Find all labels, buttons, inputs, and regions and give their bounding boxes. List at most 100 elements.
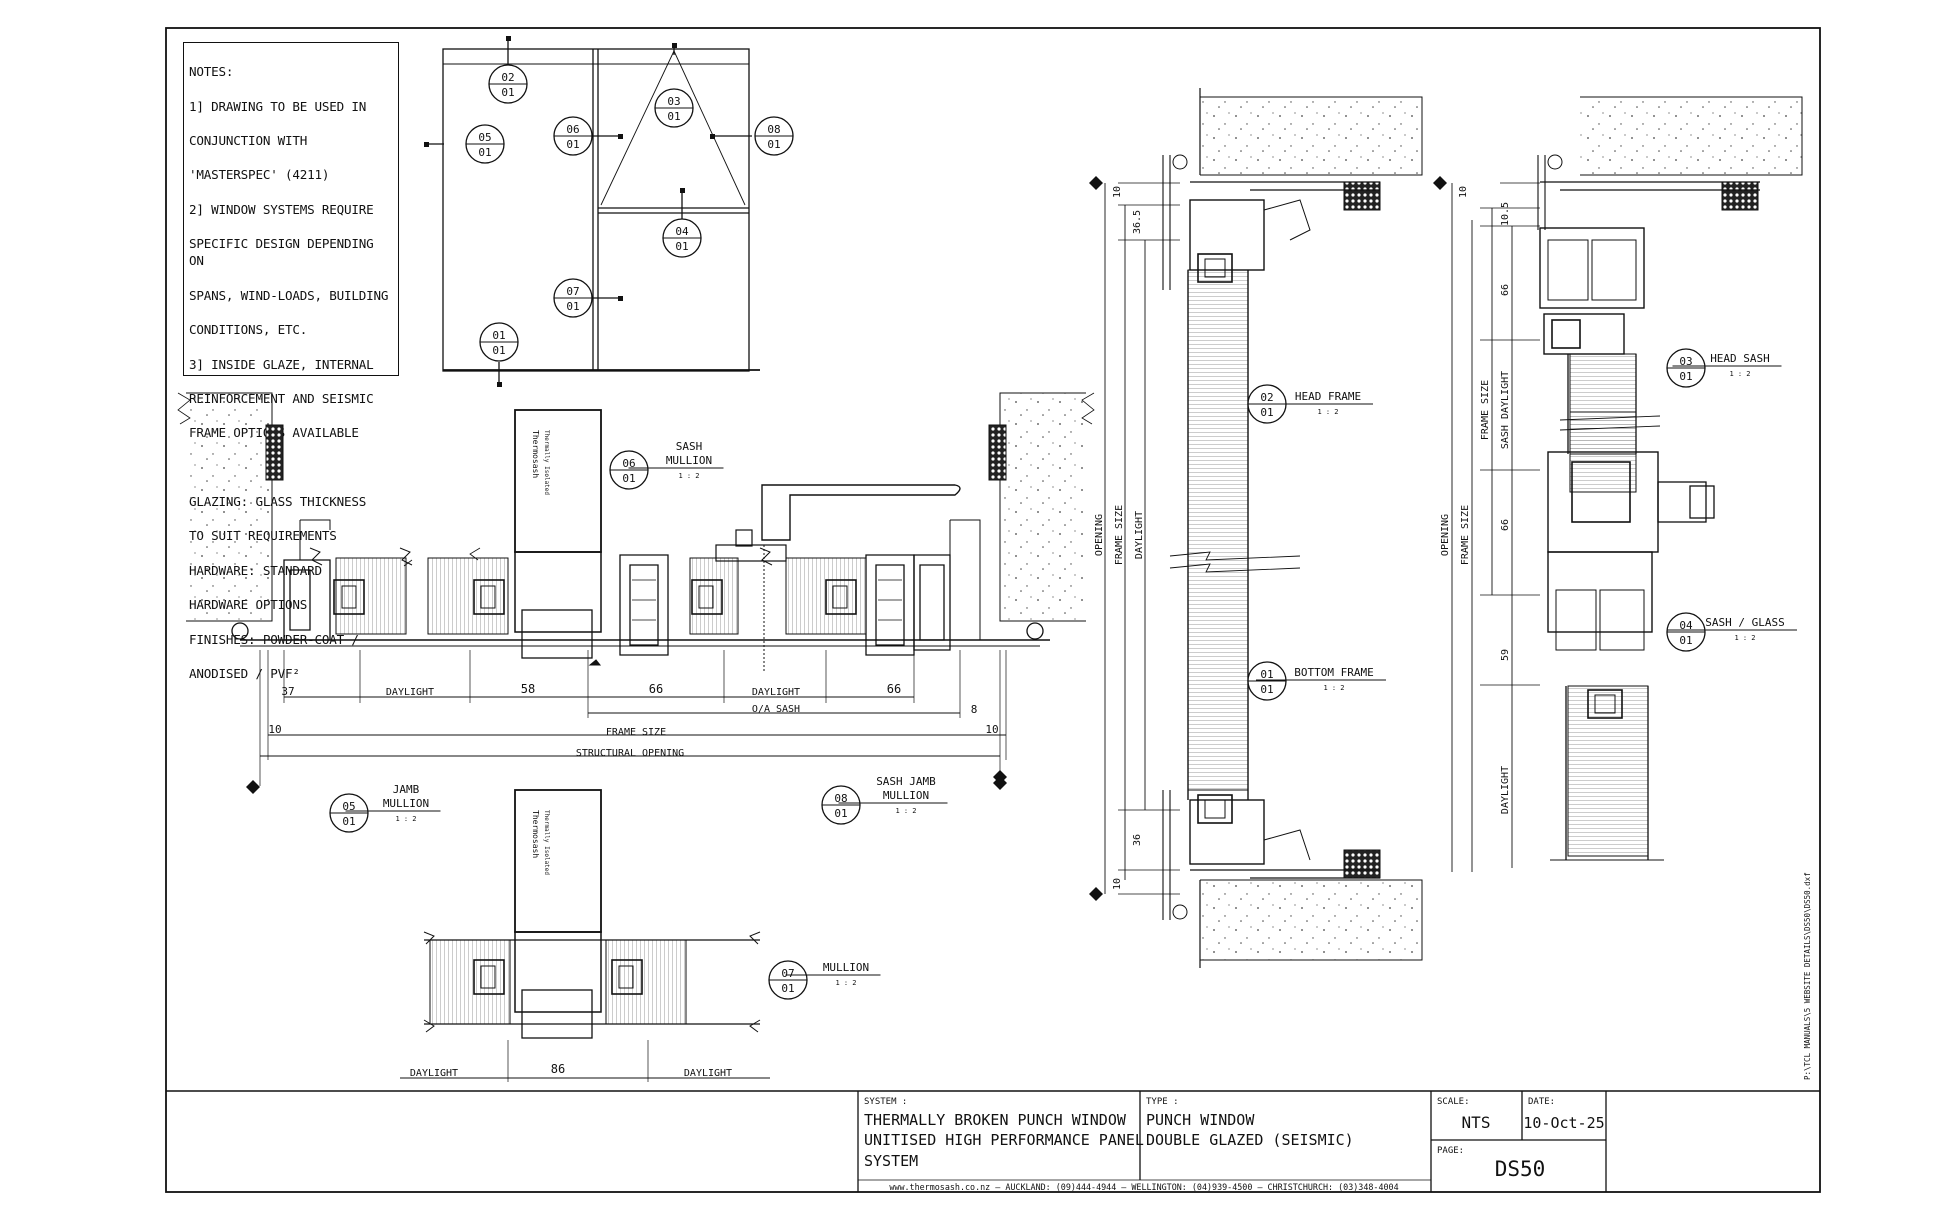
tag-sheet: 01 [1260, 406, 1273, 419]
dim-daylight: DAYLIGHT [752, 687, 800, 698]
sash-mullion-scale: 1 : 2 [678, 472, 699, 480]
page-label: PAGE: [1437, 1146, 1464, 1156]
head-sash-scale: 1 : 2 [1729, 370, 1750, 378]
sash-jamb-mullion-title: MULLION [883, 789, 929, 802]
dim-opening: OPENING [1440, 514, 1451, 556]
tag-sheet: 01 [478, 146, 491, 159]
tag-sheet: 01 [767, 138, 780, 151]
mullion-scale: 1 : 2 [835, 979, 856, 987]
tag-sheet: 01 [1679, 634, 1692, 647]
dim-36-5: 36.5 [1132, 210, 1143, 234]
dim-10: 10 [1112, 186, 1123, 198]
dim-86: 86 [551, 1062, 565, 1076]
dim-sash-daylight: SASH DAYLIGHT [1500, 371, 1511, 449]
tag-number: 07 [566, 285, 579, 298]
tag-number: 08 [834, 792, 847, 805]
tag-sheet: 01 [342, 815, 355, 828]
dim-frame-size: FRAME SIZE [1460, 505, 1471, 565]
notes-line: 3] INSIDE GLAZE, INTERNAL [189, 356, 374, 372]
tag-number: 03 [1679, 355, 1692, 368]
dim-8: 8 [971, 703, 978, 716]
tag-number: 03 [667, 95, 680, 108]
dim-59: 59 [1500, 649, 1511, 661]
head-frame-scale: 1 : 2 [1317, 408, 1338, 416]
system-line: THERMALLY BROKEN PUNCH WINDOW [864, 1111, 1127, 1129]
type-line: PUNCH WINDOW [1146, 1111, 1255, 1129]
tag-number: 01 [1260, 668, 1273, 681]
thermal-mark: Thermally Isolated [543, 810, 550, 875]
dim-daylight: DAYLIGHT [684, 1068, 732, 1079]
dim-daylight: DAYLIGHT [386, 687, 434, 698]
sash-jamb-mullion-title: SASH JAMB [876, 775, 936, 788]
tag-sheet: 01 [566, 300, 579, 313]
tag-number: 06 [622, 457, 635, 470]
tag-sheet: 01 [1260, 683, 1273, 696]
tag-sheet: 01 [1679, 370, 1692, 383]
dim-10: 10 [268, 723, 281, 736]
date-value: 10-Oct-25 [1523, 1114, 1604, 1132]
tag-sheet: 01 [501, 86, 514, 99]
sash-glass-scale: 1 : 2 [1734, 634, 1755, 642]
tag-number: 05 [342, 800, 355, 813]
dim-36: 36 [1132, 834, 1143, 846]
sash-glass-title: SASH / GLASS [1705, 616, 1784, 629]
system-line: SYSTEM [864, 1152, 918, 1170]
head-sash-title: HEAD SASH [1710, 352, 1770, 365]
notes-line: SPANS, WIND-LOADS, BUILDING [189, 287, 389, 303]
dim-66: 66 [649, 682, 663, 696]
contact-footer: www.thermosash.co.nz – AUCKLAND: (09)444… [889, 1182, 1398, 1192]
dim-10: 10 [1458, 186, 1469, 198]
dim-10: 10 [985, 723, 998, 736]
dim-daylight: DAYLIGHT [1134, 511, 1145, 559]
sash-mullion-title: SASH [676, 440, 703, 453]
tag-number: 04 [675, 225, 689, 238]
mullion-title: MULLION [823, 961, 869, 974]
dim-66: 66 [887, 682, 901, 696]
notes-line: 'MASTERSPEC' (4211) [189, 167, 330, 183]
tag-sheet: 01 [492, 344, 505, 357]
notes-line: ANODISED / PVF² [189, 666, 300, 682]
dim-frame-size: FRAME SIZE [1480, 380, 1491, 440]
dim-10: 10 [1112, 878, 1123, 890]
dim-daylight: DAYLIGHT [410, 1068, 458, 1079]
notes-heading: NOTES: [189, 64, 234, 80]
tag-sheet: 01 [667, 110, 680, 123]
tag-number: 05 [478, 131, 491, 144]
file-path: P:\TCL MANUALS\5 WEBSITE DETAILS\DS50\DS… [1803, 872, 1812, 1080]
page-number: DS50 [1495, 1157, 1546, 1181]
brand-mark: Thermosash [531, 430, 540, 478]
tag-number: 08 [767, 123, 780, 136]
system-label: SYSTEM : [864, 1097, 907, 1107]
tag-number: 02 [1260, 391, 1273, 404]
tag-number: 02 [501, 71, 514, 84]
scale-label: SCALE: [1437, 1097, 1470, 1107]
sash-jamb-mullion-scale: 1 : 2 [895, 807, 916, 815]
jamb-mullion-title: MULLION [383, 797, 429, 810]
dim-oa-sash: O/A SASH [752, 704, 800, 715]
tag-number: 06 [566, 123, 579, 136]
notes-line: SPECIFIC DESIGN DEPENDING ON [189, 236, 374, 269]
notes-line: CONJUNCTION WITH [189, 133, 308, 149]
jamb-mullion-scale: 1 : 2 [395, 815, 416, 823]
sash-mullion-title: MULLION [666, 454, 712, 467]
dim-10-5: 10.5 [1500, 202, 1511, 226]
dim-58: 58 [521, 682, 535, 696]
bottom-frame-title: BOTTOM FRAME [1294, 666, 1373, 679]
type-line: DOUBLE GLAZED (SEISMIC) [1146, 1131, 1354, 1149]
dim-66: 66 [1500, 284, 1511, 296]
